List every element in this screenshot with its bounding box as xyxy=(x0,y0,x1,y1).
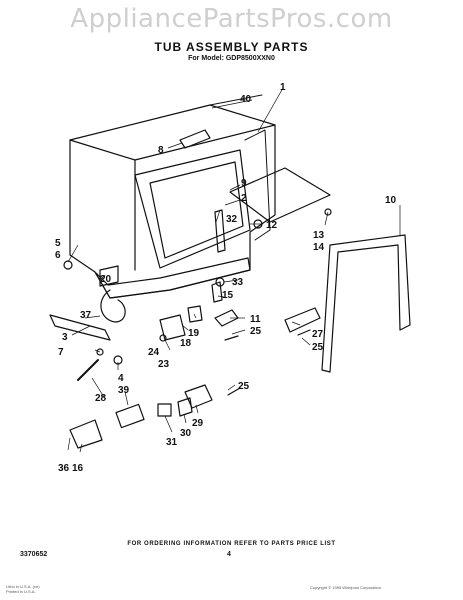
page-title: TUB ASSEMBLY PARTS xyxy=(154,40,309,54)
callout-7: 7 xyxy=(58,347,64,358)
part-20 xyxy=(99,265,119,287)
callout-13: 13 xyxy=(313,230,325,241)
callout-23: 23 xyxy=(158,359,170,370)
latch-16 xyxy=(69,419,103,449)
callout-32: 32 xyxy=(226,214,238,225)
callout-11: 11 xyxy=(250,314,261,325)
callout-1: 1 xyxy=(280,82,286,93)
document-part-number: 3370652 xyxy=(20,551,48,558)
callout-3: 3 xyxy=(62,332,68,343)
part-30 xyxy=(177,397,193,417)
part-8 xyxy=(179,129,211,149)
small-print-right: Copyright © 1995 Whirlpool Corporation xyxy=(310,585,381,590)
callout-36: 36 xyxy=(58,463,70,474)
watermark: AppliancePartsPros.com xyxy=(70,4,393,34)
callout-24: 24 xyxy=(148,347,160,358)
bracket-3 xyxy=(49,314,111,341)
copyright-line: Copyright © 1995 Whirlpool Corporation xyxy=(310,585,381,590)
callout-25a: 25 xyxy=(250,326,262,337)
callout-9: 9 xyxy=(241,178,247,189)
callout-14: 14 xyxy=(313,242,325,253)
part-6 xyxy=(63,260,73,270)
ordering-note: FOR ORDERING INFORMATION REFER TO PARTS … xyxy=(127,541,336,547)
callout-18: 18 xyxy=(180,338,192,349)
gasket-1 xyxy=(244,129,271,241)
bracket-27 xyxy=(284,307,321,333)
callout-2: 2 xyxy=(241,193,247,204)
panel-40 xyxy=(209,94,263,106)
callout-4: 4 xyxy=(118,373,124,384)
callout-25b: 25 xyxy=(312,342,324,353)
callout-19: 19 xyxy=(188,328,200,339)
callout-39: 39 xyxy=(118,385,130,396)
callout-37: 37 xyxy=(80,310,92,321)
callout-40: 40 xyxy=(240,94,252,105)
part-19 xyxy=(187,305,203,323)
drain-hose xyxy=(100,289,126,323)
part-29 xyxy=(184,384,213,409)
callout-10: 10 xyxy=(385,195,397,206)
part-7 xyxy=(96,348,104,356)
tub-door-frame xyxy=(134,149,251,269)
part-24 xyxy=(159,334,167,342)
switch-39 xyxy=(115,403,145,429)
callout-29: 29 xyxy=(192,418,204,429)
callout-20: 20 xyxy=(100,274,112,285)
tub-base xyxy=(94,257,251,299)
small-print-left: Litho in U.S.A. (ce) Printed in U.S.A. xyxy=(6,584,40,594)
part-13 xyxy=(324,208,332,216)
rack-shelf xyxy=(229,167,331,223)
callout-33: 33 xyxy=(232,277,244,288)
valve-18 xyxy=(159,314,186,341)
callout-28: 28 xyxy=(95,393,107,404)
callout-15: 15 xyxy=(222,290,234,301)
model-subtitle: For Model: GDP8500XXN0 xyxy=(188,55,275,62)
tub-top-edge xyxy=(69,124,276,161)
page-number: 4 xyxy=(227,551,231,558)
callout-25c: 25 xyxy=(238,381,250,392)
callout-31: 31 xyxy=(166,437,178,448)
spring-28 xyxy=(77,359,99,381)
small-print-left-line-2: Printed in U.S.A. xyxy=(6,589,36,594)
small-print-left-line-1: Litho in U.S.A. (ce) xyxy=(6,584,40,589)
part-25 xyxy=(224,329,311,396)
callout-30: 30 xyxy=(180,428,192,439)
tub-door-frame-inner xyxy=(149,161,244,259)
callout-12: 12 xyxy=(266,220,278,231)
callout-8: 8 xyxy=(158,145,164,156)
callout-6: 6 xyxy=(55,250,61,261)
spray-arm xyxy=(214,209,226,253)
callout-16: 16 xyxy=(72,463,84,474)
frame-10 xyxy=(321,234,411,373)
part-15 xyxy=(211,281,223,303)
callout-27: 27 xyxy=(312,329,324,340)
part-31 xyxy=(157,403,172,417)
callout-5: 5 xyxy=(55,238,61,249)
